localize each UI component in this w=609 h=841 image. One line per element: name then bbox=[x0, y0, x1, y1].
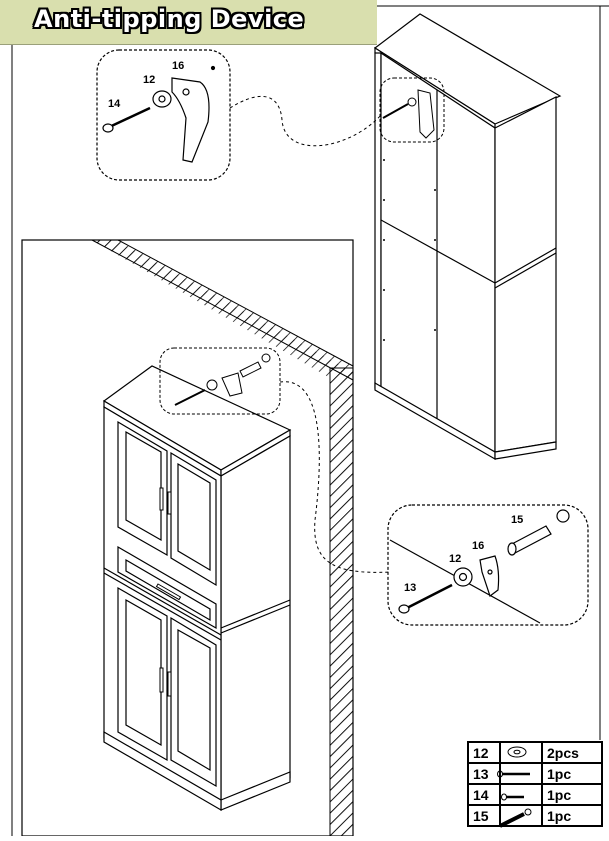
part-qty: 2pcs bbox=[541, 741, 603, 764]
part-qty: 1pc bbox=[541, 783, 603, 806]
callout-16-bottom: 16 bbox=[472, 540, 485, 552]
cabinet-front-view bbox=[102, 365, 292, 812]
part-qty: 1pc bbox=[541, 762, 603, 785]
callout-12-bottom: 12 bbox=[449, 553, 462, 565]
part-number: 15 bbox=[467, 804, 501, 827]
table-row: 12 2pcs bbox=[467, 741, 603, 764]
parts-table: 12 2pcs 13 1pc 14 1pc 15 1pc bbox=[467, 741, 603, 827]
cabinet-back-dots bbox=[383, 159, 436, 341]
part-icon-cell bbox=[499, 804, 543, 827]
detail-mid bbox=[159, 347, 281, 415]
part-number: 12 bbox=[467, 741, 501, 764]
cabinet-back-view bbox=[373, 13, 562, 461]
leader-top bbox=[229, 95, 383, 147]
detail-bottom bbox=[387, 504, 589, 626]
part-qty: 1pc bbox=[541, 804, 603, 827]
wall-side bbox=[329, 367, 354, 837]
page-title: Anti-tipping Device bbox=[34, 5, 305, 33]
detail-top bbox=[96, 49, 231, 181]
part-icon-cell bbox=[499, 783, 543, 806]
part-icon-cell bbox=[499, 741, 543, 764]
part-number: 13 bbox=[467, 762, 501, 785]
table-row: 13 1pc bbox=[467, 762, 603, 785]
table-row: 14 1pc bbox=[467, 783, 603, 806]
callout-15-bottom: 15 bbox=[511, 514, 524, 526]
callout-14-top: 14 bbox=[108, 98, 121, 110]
part-icon-cell bbox=[499, 762, 543, 785]
callout-13-bottom: 13 bbox=[404, 582, 417, 594]
bracket-mounted-top bbox=[379, 77, 445, 143]
callout-16-top: 16 bbox=[172, 60, 185, 72]
cabinet-handles bbox=[155, 487, 182, 697]
title-banner: Anti-tipping Device bbox=[0, 0, 377, 45]
part-number: 14 bbox=[467, 783, 501, 806]
table-row: 15 1pc bbox=[467, 804, 603, 827]
leader-bottom bbox=[279, 381, 391, 573]
callout-12-top: 12 bbox=[143, 74, 156, 86]
